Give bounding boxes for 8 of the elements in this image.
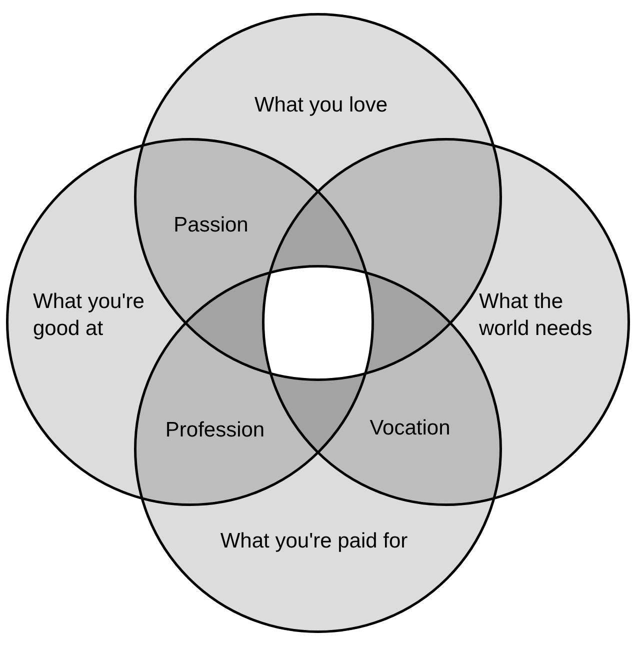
circle-label: What the world needs — [479, 289, 594, 342]
overlap-label: Passion — [174, 212, 248, 238]
overlap-label: Profession — [165, 418, 265, 444]
circle-label: What you're paid for — [220, 528, 408, 554]
circle-label: What you're good at — [33, 289, 146, 342]
circle-label: What you love — [254, 92, 388, 118]
overlap-label: Vocation — [370, 416, 450, 442]
venn-circle — [262, 138, 630, 506]
